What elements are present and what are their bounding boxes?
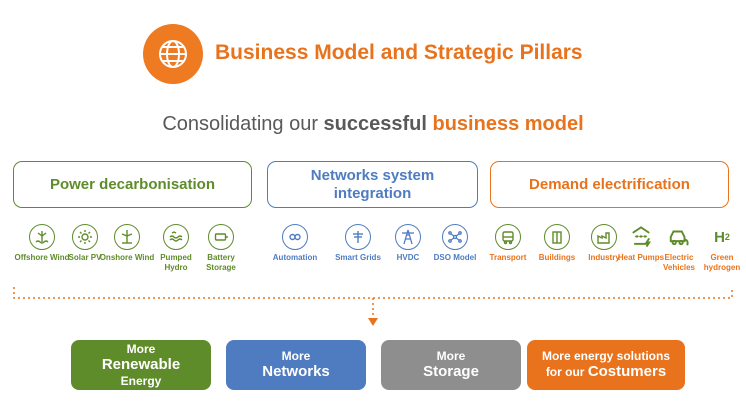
item-label: Solar PV [68, 253, 102, 262]
battery-icon [208, 224, 234, 250]
item-label: Buildings [538, 253, 576, 262]
heat-pump-icon [628, 224, 654, 250]
outcome-large: Renewable [101, 356, 181, 373]
electric-car-icon [666, 224, 692, 250]
h2-subscript: 2 [724, 232, 730, 242]
factory-icon [591, 224, 617, 250]
wind-turbine-icon [114, 224, 140, 250]
item-label: DSO Model [433, 253, 477, 262]
outcome-small2: for our [545, 365, 588, 379]
outcome-storage: More Storage [381, 340, 521, 390]
subtitle-highlight: business model [426, 113, 584, 135]
power-pole-icon [345, 224, 371, 250]
item-label: Smart Grids [335, 253, 381, 262]
automation-icon [282, 224, 308, 250]
page-title: Business Model and Strategic Pillars [215, 41, 583, 64]
outcome-large: Storage [423, 363, 479, 380]
item-transport: Transport [480, 224, 536, 263]
item-dso-model: DSO Model [426, 224, 484, 263]
outcome-small: More [436, 349, 466, 363]
item-pumped-hydro: Pumped Hydro [148, 224, 204, 272]
transmission-tower-icon [395, 224, 421, 250]
outcome-small: More energy solutions [541, 349, 671, 363]
item-label: Offshore Wind [14, 253, 70, 262]
pillar-label: Networks system integration [310, 166, 435, 202]
item-label: Battery Storage [206, 253, 236, 272]
down-arrow-icon [368, 318, 378, 326]
outcome-large: Networks [262, 363, 330, 380]
item-label: Onshore Wind [99, 253, 155, 262]
item-label: Green hydrogen [703, 253, 741, 272]
item-label: Industry [588, 253, 620, 262]
globe-icon [143, 24, 203, 84]
item-automation: Automation [266, 224, 324, 263]
item-buildings: Buildings [529, 224, 585, 263]
subtitle-part1: Consolidating our [162, 113, 324, 135]
outcome-customers: More energy solutions for our Costumers [527, 340, 685, 390]
outcome-networks: More Networks [226, 340, 366, 390]
item-smart-grids: Smart Grids [330, 224, 386, 263]
water-wave-icon [163, 224, 189, 250]
outcome-small: More [281, 349, 311, 363]
item-onshore-wind: Onshore Wind [99, 224, 155, 263]
outcome-renewable-energy: More Renewable Energy [71, 340, 211, 390]
network-nodes-icon [442, 224, 468, 250]
building-icon [544, 224, 570, 250]
item-label: Electric Vehicles [662, 253, 696, 272]
item-label: Pumped Hydro [160, 253, 192, 272]
item-electric-vehicles: Electric Vehicles [651, 224, 707, 272]
h2-letter: H [714, 228, 725, 246]
item-solar-pv: Solar PV [57, 224, 113, 263]
outcome-line2: for our Costumers [546, 363, 666, 381]
item-hvdc: HVDC [380, 224, 436, 263]
sun-icon [72, 224, 98, 250]
pillar-power-decarbonisation: Power decarbonisation [13, 161, 252, 208]
item-offshore-wind: Offshore Wind [14, 224, 70, 263]
item-battery-storage: Battery Storage [193, 224, 249, 272]
item-label: Heat Pumps [617, 253, 665, 262]
outcome-small: More [126, 342, 156, 356]
offshore-wind-icon [29, 224, 55, 250]
pillar-networks-integration: Networks system integration [267, 161, 478, 208]
subtitle: Consolidating our successful business mo… [0, 113, 746, 136]
item-label: HVDC [396, 253, 420, 262]
outcome-large: Costumers [587, 363, 667, 380]
pillar-label: Demand electrification [529, 175, 690, 193]
pillar-label: Power decarbonisation [49, 175, 216, 193]
item-heat-pumps: Heat Pumps [613, 224, 669, 263]
outcome-small2: Energy [120, 374, 162, 388]
bus-icon [495, 224, 521, 250]
subtitle-emphasis: successful [323, 113, 427, 135]
pillar-demand-electrification: Demand electrification [490, 161, 729, 208]
item-label: Transport [489, 253, 527, 262]
item-industry: Industry [576, 224, 632, 263]
item-label: Automation [272, 253, 318, 262]
